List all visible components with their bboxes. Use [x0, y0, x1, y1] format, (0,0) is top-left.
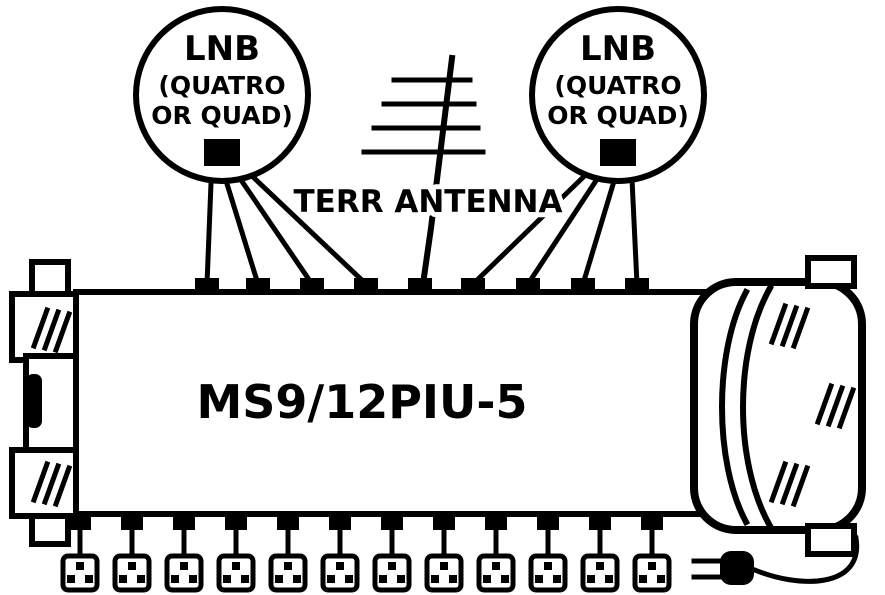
wall-socket: [427, 530, 461, 590]
lnb-left-circle: [133, 6, 311, 184]
right-bottom-tab: [805, 523, 857, 557]
wall-socket: [635, 530, 669, 590]
right-top-tab: [805, 255, 857, 289]
left-top-tab: [29, 259, 71, 299]
wall-socket: [323, 530, 357, 590]
wall-sockets: [63, 530, 669, 590]
lnb-right-title: LNB: [580, 29, 656, 69]
multiswitch-body: MS9/12PIU-5: [9, 255, 866, 557]
antenna-label: TERR ANTENNA: [294, 184, 563, 220]
model-label: MS9/12PIU-5: [196, 375, 527, 429]
wall-socket: [115, 530, 149, 590]
wall-socket: [479, 530, 513, 590]
barrel-curve: [719, 287, 751, 527]
lnb-right-output-block: [600, 139, 636, 166]
antenna-mast: [419, 54, 456, 288]
lnb-left-sub1: (QUATRO: [158, 71, 285, 100]
lnb-left-output-block: [204, 139, 240, 166]
lnb-right: LNB (QUATRO OR QUAD): [529, 6, 707, 184]
lnb-left: LNB (QUATRO OR QUAD): [133, 6, 311, 184]
power-plug: [720, 551, 754, 585]
lnb-left-title: LNB: [184, 29, 260, 69]
wall-socket: [531, 530, 565, 590]
wall-socket: [167, 530, 201, 590]
barrel-curve: [740, 283, 775, 531]
wall-socket: [375, 530, 409, 590]
wall-socket: [583, 530, 617, 590]
lnb-right-sub2: OR QUAD): [547, 101, 689, 130]
terrestrial-antenna: TERR ANTENNA: [289, 54, 568, 288]
power-cord: [746, 535, 860, 584]
wall-socket: [271, 530, 305, 590]
left-end-bracket: [9, 259, 81, 547]
barrel: [690, 278, 866, 534]
right-end-barrel: [690, 255, 866, 557]
power-supply: [691, 535, 860, 585]
left-bottom-block: [9, 447, 81, 519]
wall-socket: [219, 530, 253, 590]
lnb-left-sub2: OR QUAD): [151, 101, 293, 130]
lnb-right-sub1: (QUATRO: [554, 71, 681, 100]
lnb-right-circle: [529, 6, 707, 184]
left-latch: [26, 374, 42, 428]
